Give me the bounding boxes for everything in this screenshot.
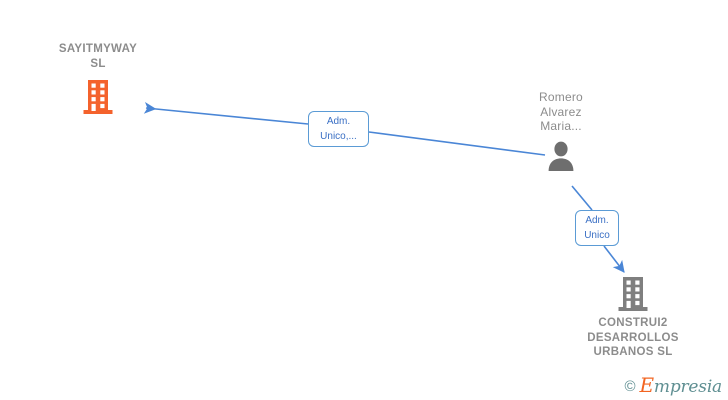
edge-label-adm-unico-construi2[interactable]: Adm. Unico	[575, 210, 619, 246]
edge-person-to-sayitmyway[interactable]	[143, 101, 546, 156]
node-label-sayitmyway: SAYITMYWAY SL	[58, 43, 138, 70]
building-icon	[568, 276, 698, 312]
node-label-construi2: CONSTRUI2 DESARROLLOS URBANOS SL	[587, 317, 679, 358]
building-icon	[28, 79, 168, 115]
copyright-icon: ©	[624, 377, 636, 395]
edge-label-adm-unico-sayitmyway[interactable]: Adm. Unico,...	[308, 111, 369, 147]
node-company-sayitmyway[interactable]: SAYITMYWAY SL	[28, 42, 168, 115]
brand-wordmark: Empresia	[639, 373, 723, 397]
watermark-empresia: © Empresia	[624, 373, 723, 397]
node-company-construi2[interactable]: CONSTRUI2 DESARROLLOS URBANOS SL	[568, 276, 698, 360]
edge-person-to-construi2[interactable]	[571, 185, 625, 273]
person-icon	[505, 140, 617, 172]
node-person-romero-alvarez-maria[interactable]: Romero Alvarez Maria...	[505, 90, 617, 172]
node-label-person: Romero Alvarez Maria...	[539, 90, 583, 133]
brand-rest: mpresia	[653, 377, 722, 397]
brand-initial: E	[639, 373, 655, 397]
